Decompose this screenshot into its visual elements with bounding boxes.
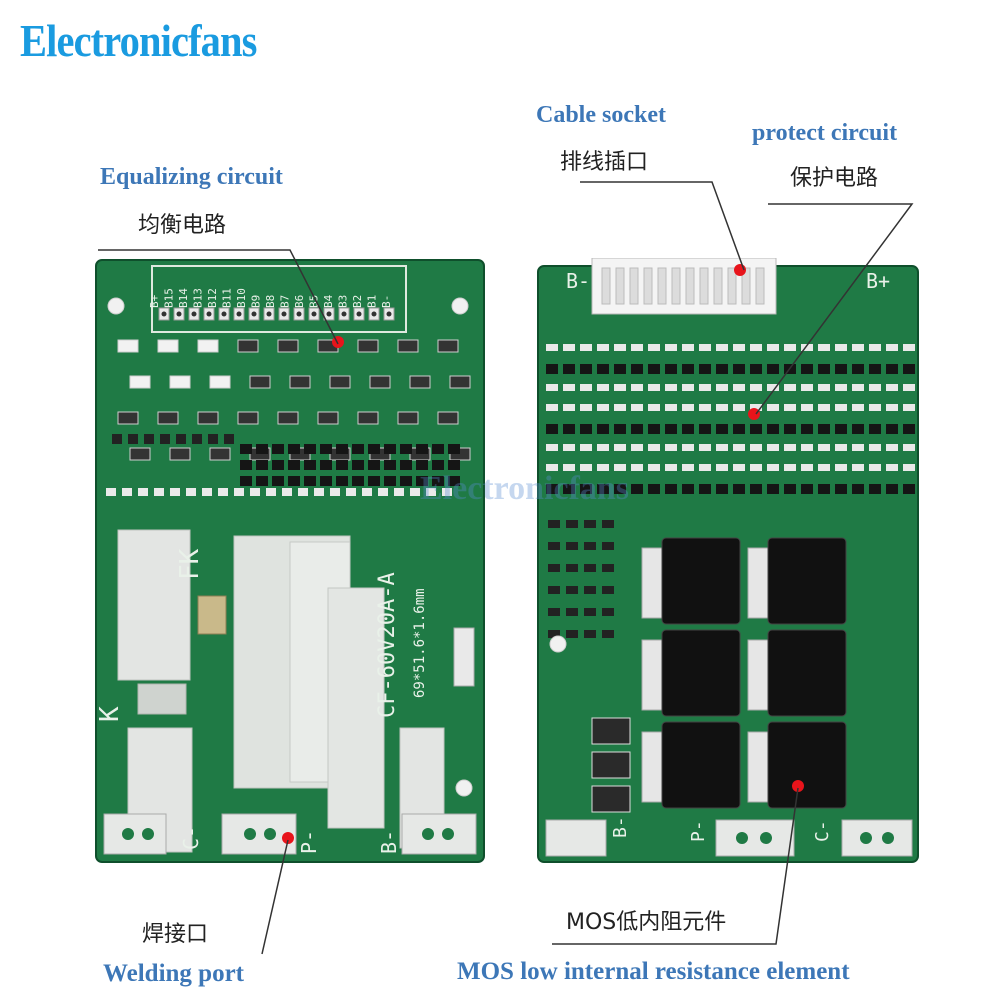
cable-socket-label-en: Cable socket	[536, 102, 666, 128]
fk-silk-text: FK	[175, 548, 205, 580]
silk-cell-label: B2	[351, 295, 364, 308]
pad-label-b: B-	[377, 830, 401, 854]
mos-label-en: MOS low internal resistance element	[457, 958, 850, 985]
welding-label-cn: 焊接口	[142, 922, 209, 947]
mos-label-cn: MOS低内阻元件	[566, 910, 727, 935]
protect-label-cn: 保护电路	[790, 166, 879, 191]
silk-cell-label: B+	[148, 294, 161, 308]
silk-cell-label: B9	[250, 295, 263, 308]
equalizing-label-en: Equalizing circuit	[100, 164, 283, 190]
silk-cell-label: B6	[293, 295, 306, 308]
silk-cell-label: B15	[163, 288, 176, 308]
silk-cell-label: B1	[366, 295, 379, 308]
silk-b-minus-bottom: B-	[610, 816, 631, 838]
silk-cell-label: B13	[192, 288, 205, 308]
silk-c-minus: C-	[812, 820, 833, 842]
watermark-text: Electronicfans	[420, 470, 630, 507]
silk-cell-label: B12	[206, 288, 219, 308]
k-silk-text: K	[95, 706, 125, 722]
pad-label-p: P-	[297, 830, 321, 854]
mos-marker	[792, 780, 804, 792]
silk-cell-label: B10	[235, 288, 248, 308]
mosfet-array	[641, 537, 847, 809]
cable-socket-label-cn: 排线插口	[560, 150, 649, 175]
silk-cell-label: B14	[177, 288, 190, 308]
silk-p-minus: P-	[688, 820, 709, 842]
silk-cell-label: B7	[279, 295, 292, 308]
protect-marker	[748, 408, 760, 420]
welding-label-en: Welding port	[103, 960, 244, 987]
silk-b-plus: B+	[866, 269, 890, 293]
silk-cell-label: B-	[380, 295, 393, 308]
equalizing-label-cn: 均衡电路	[138, 213, 227, 238]
silk-cell-label: B11	[221, 288, 234, 308]
size-silk-text: 69*51.6*1.6mm	[412, 588, 428, 698]
silk-b-minus: B-	[566, 269, 590, 293]
right-pcb-board: B- B+ B- P- C-	[537, 258, 919, 863]
welding-marker	[282, 832, 294, 844]
silk-cell-label: B8	[264, 295, 277, 308]
model-silk-text: CF-60V20A-A	[375, 572, 400, 718]
silk-cell-label: B4	[322, 294, 335, 308]
silk-cell-label: B3	[337, 295, 350, 308]
pad-label-c: C-	[179, 826, 203, 850]
brand-logo: Electronicfans	[20, 15, 257, 66]
protect-label-en: protect circuit	[752, 120, 898, 146]
